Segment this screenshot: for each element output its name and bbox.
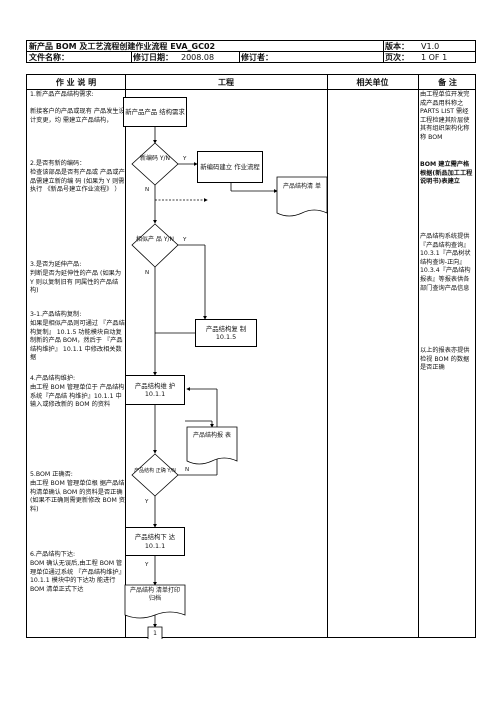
step-5-text: 由工程 BOM 管理单位根 据产品结构清单确认 BOM 的资料是否正确 (如果不… xyxy=(30,480,125,513)
decision-correct-shape xyxy=(131,453,179,497)
step-2-text: 检查该部品是否有产品或 产品或产品需建立新的编 码 (如果为 Y 则需执行 《新… xyxy=(30,169,125,194)
document-page: 新产品 BOM 及工艺流程创建作业流程 EVA_GC02 版本： V1.0 文件… xyxy=(26,40,476,639)
release-process-box: 产品结构下 达 10.1.1 xyxy=(125,527,185,556)
report-doc-label: 产品结构报 表 xyxy=(193,432,231,439)
version-label: 版本： xyxy=(385,41,409,51)
decision-correct-label: 产品结构 正确 Y/N xyxy=(134,468,176,474)
document-title: 新产品 BOM 及工艺流程创建作业流程 EVA_GC02 xyxy=(29,41,216,51)
step-3-title: 3.是否为延伸产品: xyxy=(30,261,82,268)
no-label-2: N xyxy=(145,270,150,276)
step-6-text: BOM 确认无误后,由工程 BOM 管理单位通过系统 『产品结构维护』 10.1… xyxy=(30,560,125,593)
bom-list-doc-shape xyxy=(276,176,328,217)
reviser-label: 修订者： xyxy=(241,52,273,62)
yes-label-4: Y xyxy=(145,562,149,568)
revision-date-label: 修订日期： xyxy=(133,52,173,62)
column-header-flow: 工程 xyxy=(218,77,234,87)
report-doc-shape xyxy=(186,426,238,465)
step-5-title: 5.BOM 正确否: xyxy=(30,471,73,478)
bom-list-doc-label: 产品结构清 单 xyxy=(283,183,321,190)
filename-label: 文件名称： xyxy=(29,52,69,62)
note-3: 产品结构系统提供『产品结构查询』10.3.1『产品树状结构查询-正向』10.3.… xyxy=(420,233,471,292)
step-3-1-title: 3-1.产品结构复制: xyxy=(30,311,82,318)
page-value: 1 OF 1 xyxy=(421,52,448,62)
end-connector-label: 1 xyxy=(153,630,157,637)
copy-process-box: 产品结构复 制 10.1.5 xyxy=(195,319,257,347)
decision-new-code-label: 新编码 Y/N xyxy=(139,155,171,162)
note-1: 由工程单位开发完成产品用料称之 PARTS LIST 需经工程检建其阶层使其有组… xyxy=(420,91,470,141)
column-header-unit: 相关单位 xyxy=(356,77,389,87)
new-code-process-box: 新编码建立 作业流程 xyxy=(197,151,263,183)
note-2: BOM 建立需产格根据(新品加工工程说明书)表建立 xyxy=(420,161,473,186)
version-value: V1.0 xyxy=(421,41,440,51)
step-4-text: 由工程 BOM 管理单位于 产品结构系统『产品结 构维护』10.1.1 中输入或… xyxy=(30,384,125,409)
start-box: 新产品产品 结构需求 xyxy=(123,97,187,127)
decision-similar-shape xyxy=(131,223,179,268)
step-2-title: 2.是否有新的编码： xyxy=(30,160,86,167)
maintain-process-box: 产品结构维 护 10.1.1 xyxy=(125,375,185,405)
step-1-text: 新接客户的产品或现有 产品发生设计变更，均 需建立产品结构， xyxy=(30,108,125,124)
header-row-2: 文件名称： 修订日期： 2008.08 修订者： 页次： 1 OF 1 xyxy=(26,51,476,63)
print-doc-shape xyxy=(124,584,186,619)
step-4-title: 4.产品结构维护: xyxy=(30,375,76,382)
process-table: 作 业 说 明 工程 相关单位 备 注 1.新产品产品结构需求: 新接客户的产品… xyxy=(26,74,476,639)
step-3-1-text: 如果是相似产品则可通过 『产品结构复制』 10.1.5 功能模块自动复制新的产品… xyxy=(30,320,125,362)
step-3-text: 判断是否为延伸性的产品 (如果为 Y 则以复制旧有 同属性的产品结构) xyxy=(30,270,122,295)
flowchart-connectors xyxy=(124,127,328,639)
step-6-title: 6.产品结构下达: xyxy=(30,551,76,558)
end-connector-shape xyxy=(147,626,163,639)
column-header-notes: 备 注 xyxy=(438,77,457,87)
yes-label-3: Y xyxy=(145,499,149,505)
yes-label-2: Y xyxy=(183,237,187,243)
page-label: 页次： xyxy=(385,52,409,62)
print-doc-label: 产品结构 清单打印 归档 xyxy=(130,587,180,602)
no-label-1: N xyxy=(145,187,150,193)
note-4: 以上的报表亦提供检视 BOM 的数据是否正确 xyxy=(420,347,470,372)
decision-similar-label: 相似产 品 Y/N xyxy=(136,236,174,243)
revision-date-value: 2008.08 xyxy=(181,52,215,62)
no-label-3: N xyxy=(185,467,190,473)
step-1-title: 1.新产品产品结构需求: xyxy=(30,91,94,98)
decision-new-code-shape xyxy=(131,142,179,186)
yes-label-1: Y xyxy=(183,156,187,162)
column-header-desc: 作 业 说 明 xyxy=(55,77,97,87)
